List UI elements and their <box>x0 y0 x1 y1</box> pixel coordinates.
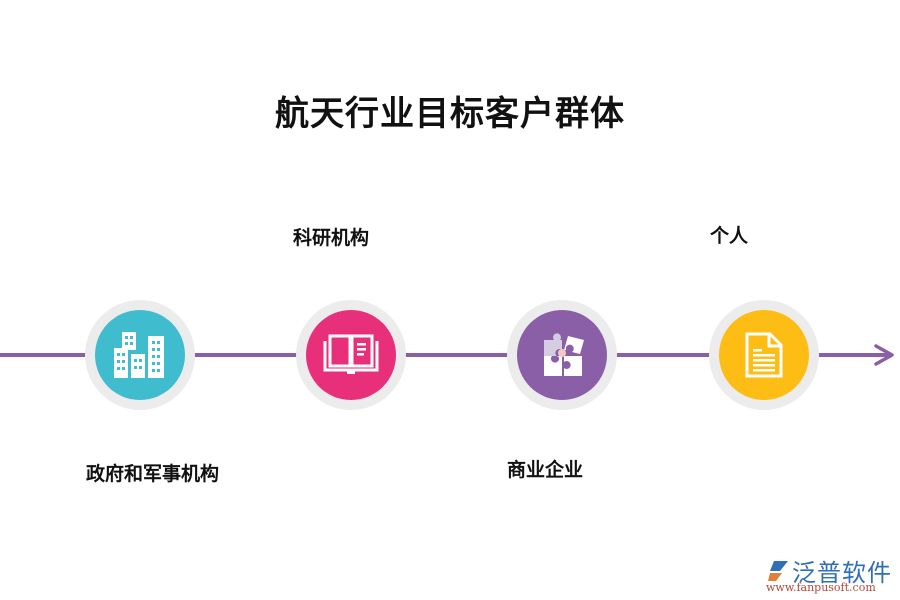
brand-name: 泛普软件 <box>792 559 892 587</box>
node-individual <box>709 300 819 410</box>
page-title: 航天行业目标客户群体 <box>275 94 625 134</box>
node-government <box>85 300 195 410</box>
logo-mark-icon <box>768 560 788 581</box>
buildings-icon <box>114 332 164 378</box>
puzzle-icon <box>544 333 584 376</box>
node-business <box>507 300 617 410</box>
node-government-circle <box>95 310 185 400</box>
label-business: 商业企业 <box>507 459 584 481</box>
label-research: 科研机构 <box>293 227 370 249</box>
label-government: 政府和军事机构 <box>86 463 220 485</box>
label-individual: 个人 <box>710 225 749 247</box>
brand-url: www.fanpusoft.com <box>766 581 876 594</box>
open-book-icon <box>323 334 379 374</box>
brand-logo: 泛普软件 www.fanpusoft.com <box>766 553 892 594</box>
node-business-circle <box>517 310 607 400</box>
node-research <box>296 300 406 410</box>
document-icon <box>745 332 783 378</box>
arrow-head-icon <box>874 344 894 366</box>
timeline-line <box>0 353 890 357</box>
node-individual-circle <box>719 310 809 400</box>
node-research-circle <box>306 310 396 400</box>
